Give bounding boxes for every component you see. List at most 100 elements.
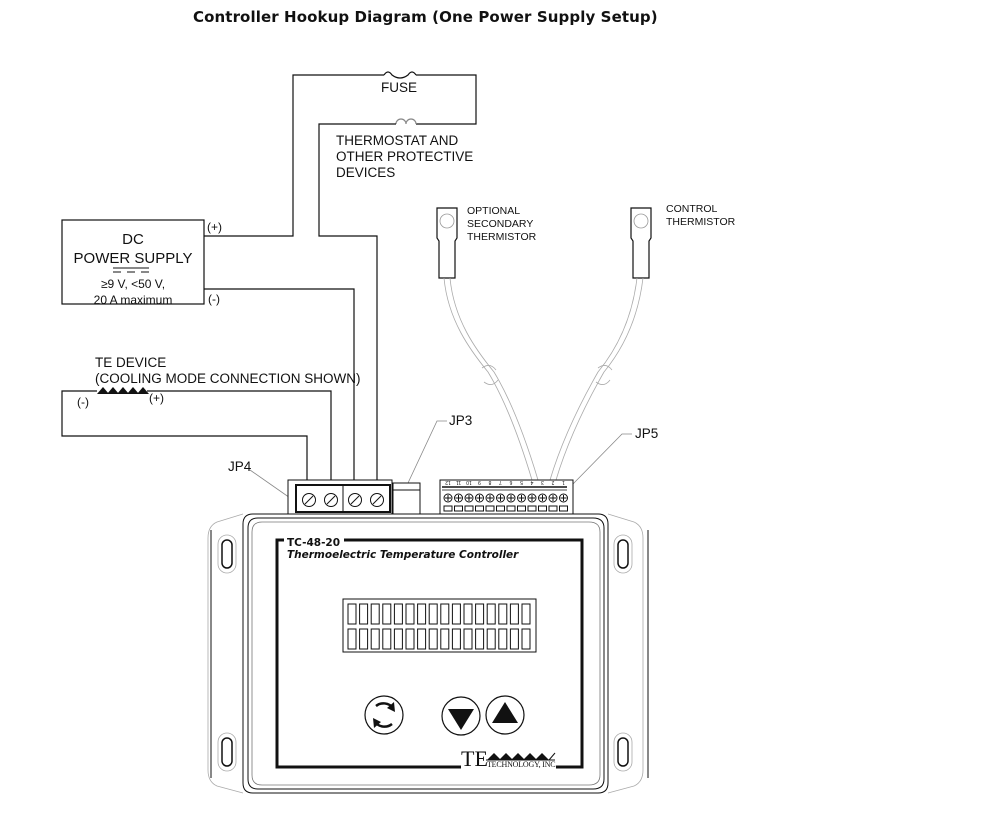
lcd-cell — [370, 628, 380, 650]
lcd-cell — [486, 603, 496, 625]
controller-model: TC-48-20 — [287, 537, 341, 549]
lcd-cell — [428, 628, 438, 650]
lcd-cell — [347, 603, 357, 625]
lcd-cell — [475, 628, 485, 650]
lcd-cell — [393, 603, 403, 625]
lcd-cell — [451, 603, 461, 625]
cycle-button[interactable] — [364, 695, 404, 735]
thermostat-symbol — [395, 118, 417, 125]
logo-te: TE — [461, 746, 488, 771]
te-device-line-1: TE DEVICE — [95, 355, 167, 370]
triangle-down-icon — [448, 709, 474, 730]
page-title: Controller Hookup Diagram (One Power Sup… — [193, 8, 658, 26]
wires — [61, 71, 477, 483]
jp5-pin-label: 3 — [541, 479, 544, 485]
control-thermistor-line-2: THERMISTOR — [666, 216, 736, 228]
secondary-thermistor-label: OPTIONAL SECONDARY THERMISTOR — [467, 205, 536, 244]
jp5-pin-label: 4 — [530, 479, 533, 485]
jp5-screw — [538, 493, 547, 512]
jp5-pin-label: 5 — [520, 479, 523, 485]
mounting-slot-bottom-right — [613, 732, 633, 772]
lcd-cell — [475, 603, 485, 625]
lcd-display — [342, 598, 537, 653]
power-supply-box — [61, 219, 205, 305]
lcd-cell — [428, 603, 438, 625]
wire-fuse-to-thermostat — [416, 74, 477, 125]
jp5-pin-label: 9 — [478, 479, 481, 485]
jp5-screw — [548, 493, 558, 512]
jp5-pin-label: 10 — [466, 479, 472, 485]
lcd-cell — [382, 628, 392, 650]
jp5-screw — [464, 493, 474, 512]
jp5-pin-label: 12 — [445, 479, 451, 485]
control-thermistor-label: CONTROL THERMISTOR — [666, 203, 735, 229]
psu-positive-label: (+) — [207, 220, 222, 234]
jp5-screw — [485, 493, 495, 512]
psu-negative-label: (-) — [208, 292, 220, 306]
jp5-screw — [506, 493, 516, 512]
lcd-cell — [509, 628, 519, 650]
jp3-label: JP3 — [449, 413, 473, 428]
secondary-thermistor-line-3: THERMISTOR — [467, 231, 537, 243]
te-device-symbol — [97, 387, 149, 394]
wire-te-negative — [61, 390, 308, 483]
lcd-cell — [463, 628, 473, 650]
power-supply-label: DC POWER SUPPLY — [66, 230, 200, 268]
logo-subtitle: TECHNOLOGY, INC. — [487, 760, 558, 769]
front-panel-frame — [275, 538, 584, 769]
secondary-thermistor-line-2: SECONDARY — [467, 218, 534, 230]
power-supply-spec1: ≥9 V, <50 V, — [100, 277, 166, 291]
dc-symbol — [113, 267, 149, 273]
jp5-screw — [559, 493, 568, 512]
protective-line-1: THERMOSTAT AND — [336, 133, 459, 148]
up-button[interactable] — [485, 695, 525, 735]
controller-name: Thermoelectric Temperature Controller — [287, 549, 519, 561]
lcd-cell — [405, 603, 415, 625]
jp5-screw — [496, 493, 505, 512]
protective-line-3: DEVICES — [336, 165, 396, 180]
lcd-cell — [393, 628, 403, 650]
thermistor-cables — [443, 277, 644, 481]
lcd-cell — [440, 603, 450, 625]
te-positive-label: (+) — [149, 391, 164, 405]
mounting-slot-top-right — [613, 534, 633, 574]
lcd-cell — [498, 603, 508, 625]
power-supply-spec: ≥9 V, <50 V, 20 A maximum — [66, 276, 200, 308]
lcd-cell — [440, 628, 450, 650]
fuse-symbol — [383, 71, 417, 79]
te-device-label: TE DEVICE (COOLING MODE CONNECTION SHOWN… — [95, 355, 361, 387]
lcd-cell — [417, 628, 427, 650]
wire-thermostat-to-jp4 — [318, 123, 396, 483]
jp5-screw — [475, 493, 484, 512]
lcd-cell — [359, 628, 369, 650]
lcd-cell — [359, 603, 369, 625]
down-button[interactable] — [441, 696, 481, 736]
power-supply-line2: POWER SUPPLY — [73, 250, 193, 267]
lcd-cell — [509, 603, 519, 625]
triangle-up-icon — [492, 702, 518, 723]
secondary-thermistor-line-1: OPTIONAL — [467, 205, 521, 217]
lcd-cell — [417, 603, 427, 625]
lcd-cell — [382, 603, 392, 625]
lcd-cell — [405, 628, 415, 650]
control-thermistor-probe — [630, 207, 652, 279]
lcd-cell — [347, 628, 357, 650]
jp5-pin-label: 8 — [488, 479, 491, 485]
lcd-cell — [486, 628, 496, 650]
fuse-label: FUSE — [381, 80, 418, 95]
jp5-screw — [454, 493, 463, 512]
jp5-screw — [517, 493, 526, 512]
protective-devices-label: THERMOSTAT AND OTHER PROTECTIVE DEVICES — [336, 133, 473, 181]
te-device-line-2: (COOLING MODE CONNECTION SHOWN) — [95, 371, 361, 386]
jp5-screw — [443, 493, 453, 512]
jp5-label: JP5 — [635, 426, 659, 441]
wire-psu-positive — [204, 74, 384, 237]
jp5-screw — [527, 493, 537, 512]
jp3-connector — [392, 482, 421, 515]
secondary-thermistor-probe — [436, 207, 458, 279]
lcd-cell — [521, 628, 531, 650]
leader-lines — [249, 420, 632, 501]
jp5-pin-label: 11 — [456, 479, 461, 485]
mounting-slots — [217, 534, 633, 772]
